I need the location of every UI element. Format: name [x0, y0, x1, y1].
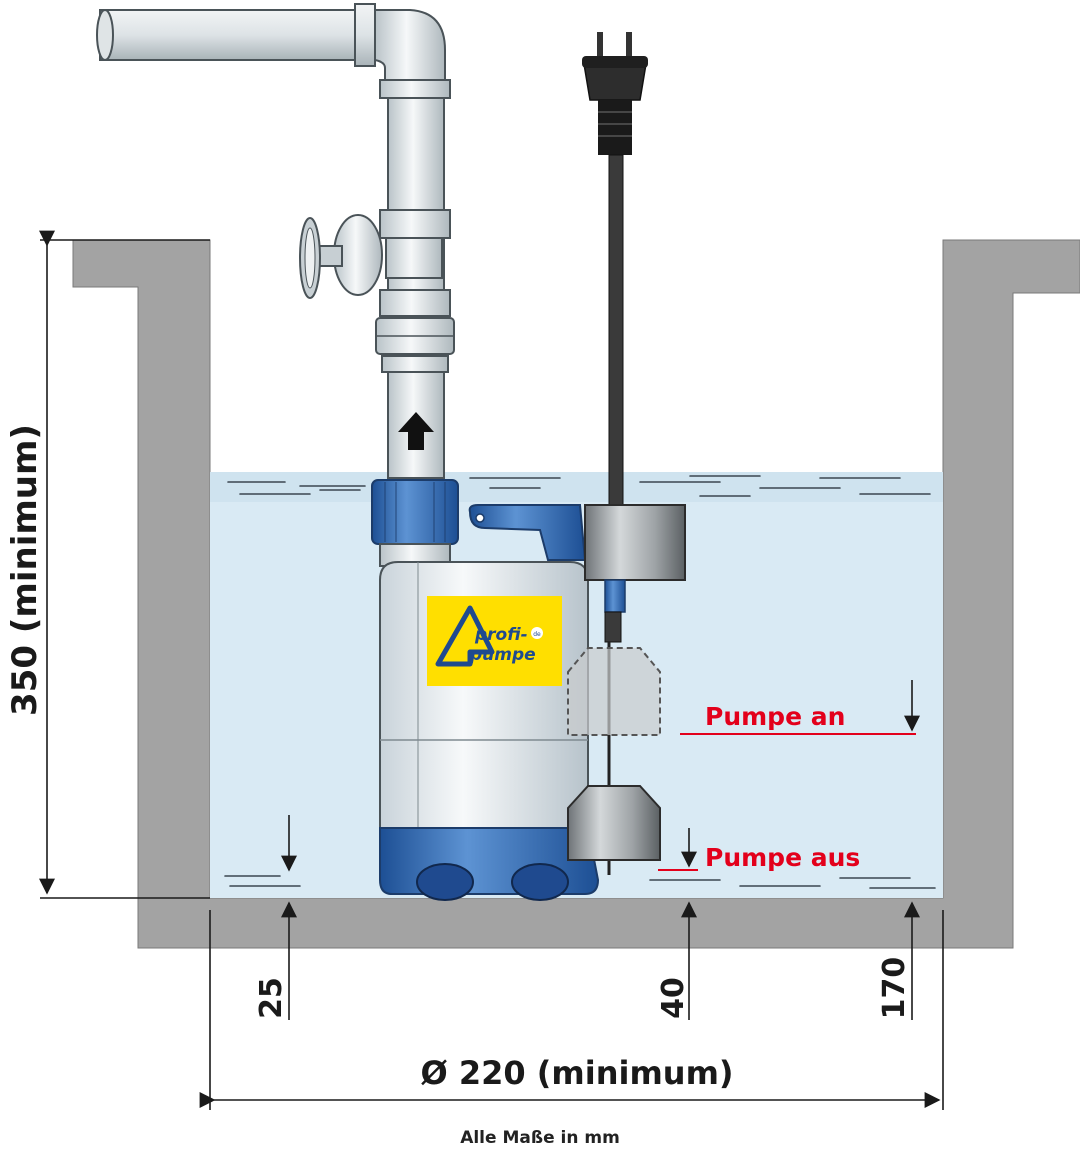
dimension-lines: [39, 230, 944, 1110]
dim-height: 350 (minimum): [5, 424, 45, 716]
profi-pumpe-logo: profi- pumpe de: [427, 596, 562, 686]
footer-note: Alle Maße in mm: [460, 1128, 620, 1148]
flow-up-arrow-icon: [398, 412, 434, 450]
dim-170: 170: [877, 957, 912, 1020]
float-cable: [608, 154, 624, 506]
dim-diameter: Ø 220 (minimum): [420, 1054, 733, 1092]
svg-text:profi-: profi-: [474, 625, 528, 645]
label-pump-on: Pumpe an: [705, 702, 845, 731]
float-switch-top: [584, 504, 686, 581]
dim-25: 25: [254, 977, 289, 1019]
water-ripples: [224, 475, 936, 889]
float-on-position: [567, 647, 661, 736]
float-off-position: [567, 785, 661, 861]
label-pump-off: Pumpe aus: [705, 843, 860, 872]
svg-text:de: de: [533, 631, 541, 638]
svg-text:pumpe: pumpe: [469, 645, 536, 665]
power-plug-icon: [582, 32, 648, 155]
dim-40: 40: [656, 977, 691, 1019]
valve-icon: [299, 214, 443, 299]
